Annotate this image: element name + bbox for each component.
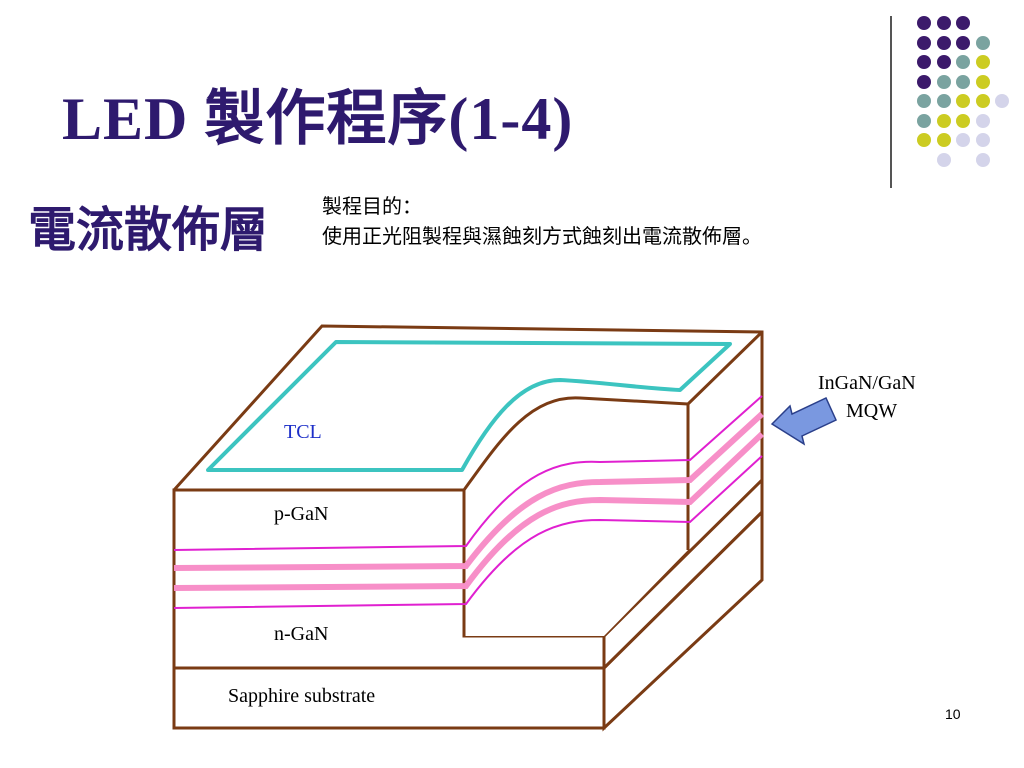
page-number: 10 [945, 706, 961, 722]
decorative-dot [936, 113, 951, 128]
decorative-dot [975, 35, 990, 50]
mesa-top [172, 324, 764, 636]
decorative-dot [917, 55, 931, 69]
decorative-dot [995, 94, 1009, 108]
divider-line [890, 16, 892, 188]
decorative-dot [917, 16, 931, 30]
decorative-dot [936, 35, 951, 50]
n-gan-label: n-GaN [274, 623, 328, 645]
decorative-dot [975, 94, 990, 108]
tcl-layer [206, 340, 732, 472]
decorative-dot [956, 35, 970, 50]
decorative-dot [975, 113, 990, 128]
decorative-dot [936, 16, 951, 30]
mqw-label-line1: InGaN/GaN [818, 372, 916, 394]
p-gan-label: p-GaN [274, 503, 328, 525]
mqw-layers [173, 395, 765, 609]
decorative-dot [956, 113, 970, 128]
slide-title: LED 製作程序(1-4) [62, 86, 574, 152]
decorative-dot [975, 133, 990, 147]
substrate-label: Sapphire substrate [228, 685, 375, 707]
mqw-arrow-icon [770, 396, 837, 446]
slide-subtitle: 電流散佈層 [28, 204, 269, 257]
decorative-dot [975, 74, 990, 89]
decorative-dot [917, 74, 931, 89]
decorative-dot [917, 94, 931, 108]
decorative-dot [975, 55, 990, 69]
decorative-dot [956, 94, 970, 108]
decorative-dot [917, 133, 931, 147]
decorative-dot [936, 74, 951, 89]
decorative-dot [917, 113, 931, 128]
process-description: 製程目的： 使用正光阻製程與濕蝕刻方式蝕刻出電流散佈層。 [322, 192, 762, 252]
decorative-dot [936, 152, 951, 167]
decorative-dot [956, 55, 970, 69]
tcl-label: TCL [284, 421, 322, 443]
sapphire-substrate-block [172, 508, 764, 732]
decorative-dot [936, 133, 951, 147]
mqw-label-line2: MQW [846, 400, 897, 422]
decorative-dot [936, 94, 951, 108]
description-text: 使用正光阻製程與濕蝕刻方式蝕刻出電流散佈層。 [322, 226, 762, 248]
decorative-dot [956, 74, 970, 89]
decorative-dot [956, 16, 970, 30]
decorative-dot [975, 152, 990, 167]
decorative-dot [917, 35, 931, 50]
description-heading: 製程目的： [322, 196, 422, 218]
decorative-dot [936, 55, 951, 69]
decorative-dot [956, 133, 970, 147]
